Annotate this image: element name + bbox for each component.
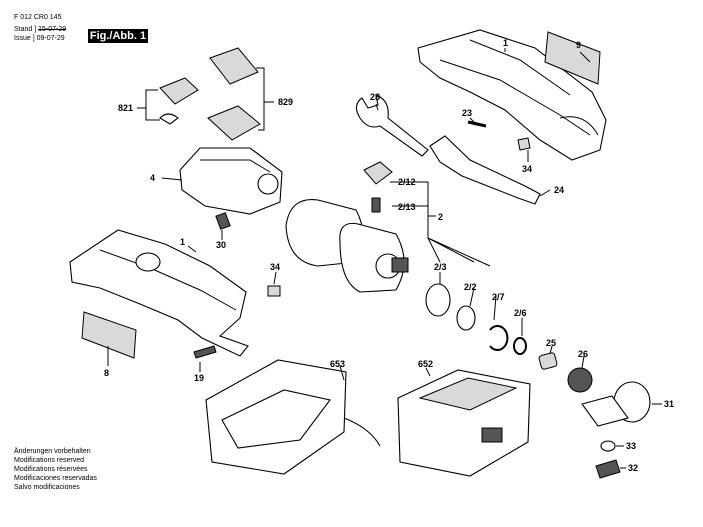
bearing-part (456, 305, 476, 331)
collet-part (538, 352, 558, 370)
label-2-7: 2/7 (492, 292, 505, 302)
figure-badge: Fig./Abb. 1 (88, 29, 148, 43)
contact-plate-part (159, 77, 199, 105)
guard-part (581, 381, 651, 427)
spring-part (215, 212, 231, 230)
label-plate (544, 31, 601, 85)
label-23: 23 (462, 108, 472, 118)
thumb-screw-part (595, 459, 621, 479)
motor-part (285, 198, 409, 293)
footer-line: Salvo modificaciones (14, 484, 80, 491)
label-2-3: 2/3 (434, 262, 447, 272)
label-2: 2 (438, 212, 443, 222)
label-28: 28 (370, 92, 380, 102)
washer-part (600, 440, 616, 452)
label-33: 33 (626, 441, 636, 451)
label-2-13: 2/13 (398, 202, 416, 212)
label-26: 26 (578, 349, 588, 359)
electronics-module-part (179, 147, 283, 215)
label-24: 24 (554, 185, 564, 195)
small-block-left-part (267, 285, 281, 297)
stand-line: Stand ] 15-07-29 (14, 26, 67, 33)
snap-ring-part (489, 325, 509, 351)
label-653: 653 (330, 359, 345, 369)
footer-line: Änderungen vorbehalten (14, 448, 91, 455)
label-31: 31 (664, 399, 674, 409)
label-34-left: 34 (270, 262, 280, 272)
stand-date: 15-07-29 (38, 26, 67, 33)
push-button-part (363, 161, 393, 185)
label-34-top: 34 (522, 164, 532, 174)
label-32: 32 (628, 463, 638, 473)
label-30: 30 (216, 240, 226, 250)
housing-left-part (69, 229, 249, 357)
battery-part (397, 369, 531, 477)
collet-nut-part (567, 367, 593, 393)
label-1-left: 1 (180, 237, 185, 247)
label-8: 8 (104, 368, 109, 378)
label-2-12: 2/12 (398, 177, 416, 187)
label-1-top: 1 (503, 38, 508, 48)
document-code: F 012 CR0 145 (14, 14, 62, 21)
footer-notes: Änderungen vorbehalten Modifications res… (14, 447, 97, 492)
small-spring-part (371, 197, 381, 213)
label-2-2: 2/2 (464, 282, 477, 292)
issue-line: Issue ] 09-07-29 (14, 35, 65, 42)
stand-label: Stand (14, 26, 33, 33)
small-block-part (517, 137, 531, 151)
label-25: 25 (546, 338, 556, 348)
rating-label-plate (81, 311, 137, 359)
clip-part (159, 113, 179, 125)
label-9: 9 (576, 40, 581, 50)
footer-line: Modifications réservées (14, 466, 88, 473)
bearing-ring-part (425, 283, 451, 317)
o-ring-part (513, 337, 527, 355)
bottom-label-plate (207, 105, 261, 141)
strap-part (429, 135, 541, 205)
top-label-plate (209, 47, 259, 85)
pin-part (467, 120, 487, 128)
issue-date: 09-07-29 (36, 35, 65, 42)
wrench-part (355, 94, 429, 157)
label-821: 821 (118, 103, 133, 113)
label-19: 19 (194, 373, 204, 383)
charger-part (205, 359, 381, 475)
label-829: 829 (278, 97, 293, 107)
housing-top-part (417, 29, 607, 161)
label-652: 652 (418, 359, 433, 369)
screw-part (193, 345, 217, 359)
footer-line: Modifications reserved (14, 457, 85, 464)
label-4: 4 (150, 173, 155, 183)
footer-line: Modificaciones reservadas (14, 475, 97, 482)
label-2-6: 2/6 (514, 308, 527, 318)
leader-lines (107, 48, 662, 469)
issue-label: Issue (14, 35, 31, 42)
